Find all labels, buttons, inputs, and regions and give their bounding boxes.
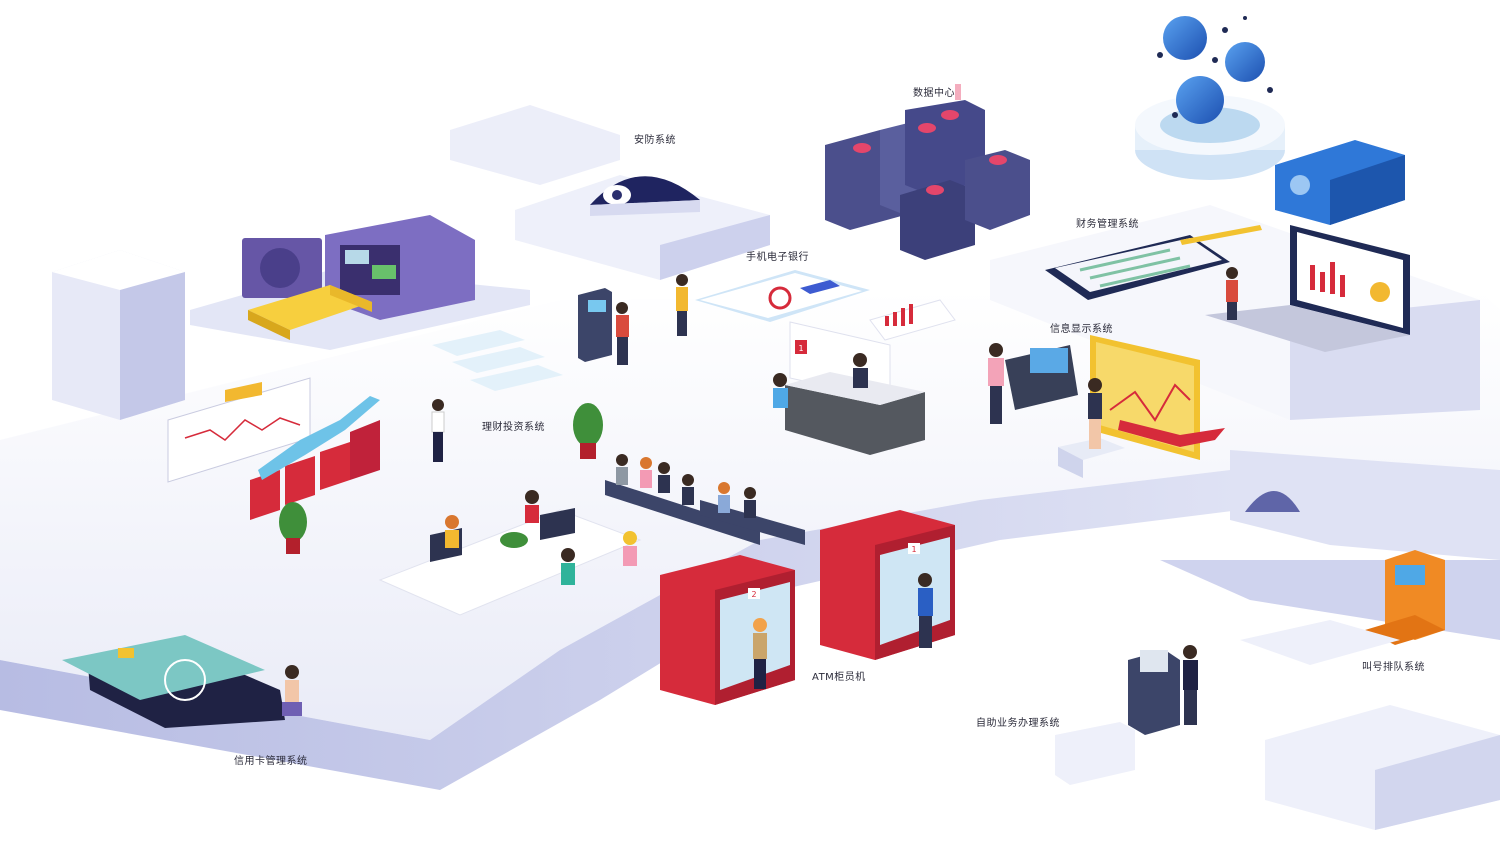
person-atm-booth-1: [753, 618, 767, 689]
atm-left-window-number: 2: [751, 590, 756, 599]
label-info-display: 信息显示系统: [1050, 324, 1113, 335]
mobile-banking-tablet: [695, 270, 956, 341]
queue-kiosk: [1365, 550, 1445, 645]
atm-booth-right: [820, 510, 955, 660]
investment-chart-board: [167, 377, 380, 520]
tunnel-arch: [1245, 491, 1300, 512]
label-atm-teller: ATM柜员机: [812, 672, 866, 683]
person-wealth: [431, 399, 445, 462]
label-data-center: 数据中心: [913, 88, 955, 99]
person-atm: [616, 302, 629, 365]
label-credit-card: 信用卡管理系统: [234, 756, 308, 767]
label-security: 安防系统: [634, 135, 676, 146]
person-atm-booth-2: [918, 573, 933, 648]
atm-right-window-number: 1: [911, 545, 916, 554]
person-info: [988, 343, 1004, 424]
people: [282, 267, 1238, 725]
person-customer: [773, 373, 788, 408]
security-camera-dome: [450, 105, 770, 280]
credit-card: [62, 635, 285, 728]
person-info-2: [1088, 378, 1102, 449]
atm-machine: [578, 288, 612, 362]
vault-safe: [190, 215, 530, 350]
label-queue-system: 叫号排队系统: [1362, 662, 1425, 673]
counter-window-number: 1: [798, 344, 803, 353]
person-desk-1: [445, 515, 459, 548]
waiting-people: [616, 454, 756, 518]
plant-left: [279, 502, 307, 554]
crypto-pedestal: [1135, 16, 1405, 225]
person-desk-3: [561, 548, 575, 585]
left-block: [52, 250, 185, 420]
person-desk-2: [525, 490, 539, 523]
person-desk-4: [623, 531, 637, 566]
info-display-board: [1005, 335, 1225, 478]
data-center-servers: [825, 84, 1030, 260]
finance-laptop: [1205, 225, 1410, 352]
person-teller: [853, 353, 868, 388]
bottom-right-blocks: [1265, 705, 1500, 830]
finance-clipboard: [1045, 225, 1262, 300]
person-mobile: [676, 274, 688, 336]
plant-center: [573, 403, 603, 459]
self-service-kiosk: [1055, 620, 1400, 785]
atm-booth-left: [660, 555, 795, 705]
person-credit-card: [282, 665, 302, 716]
person-self-service: [1183, 645, 1198, 725]
steps: [432, 330, 563, 391]
label-mobile-banking: 手机电子银行: [746, 252, 809, 263]
person-finance: [1226, 267, 1238, 320]
label-finance-mgmt: 财务管理系统: [1076, 219, 1139, 230]
label-wealth-invest: 理财投资系统: [482, 422, 545, 433]
label-self-service: 自助业务办理系统: [976, 718, 1060, 729]
